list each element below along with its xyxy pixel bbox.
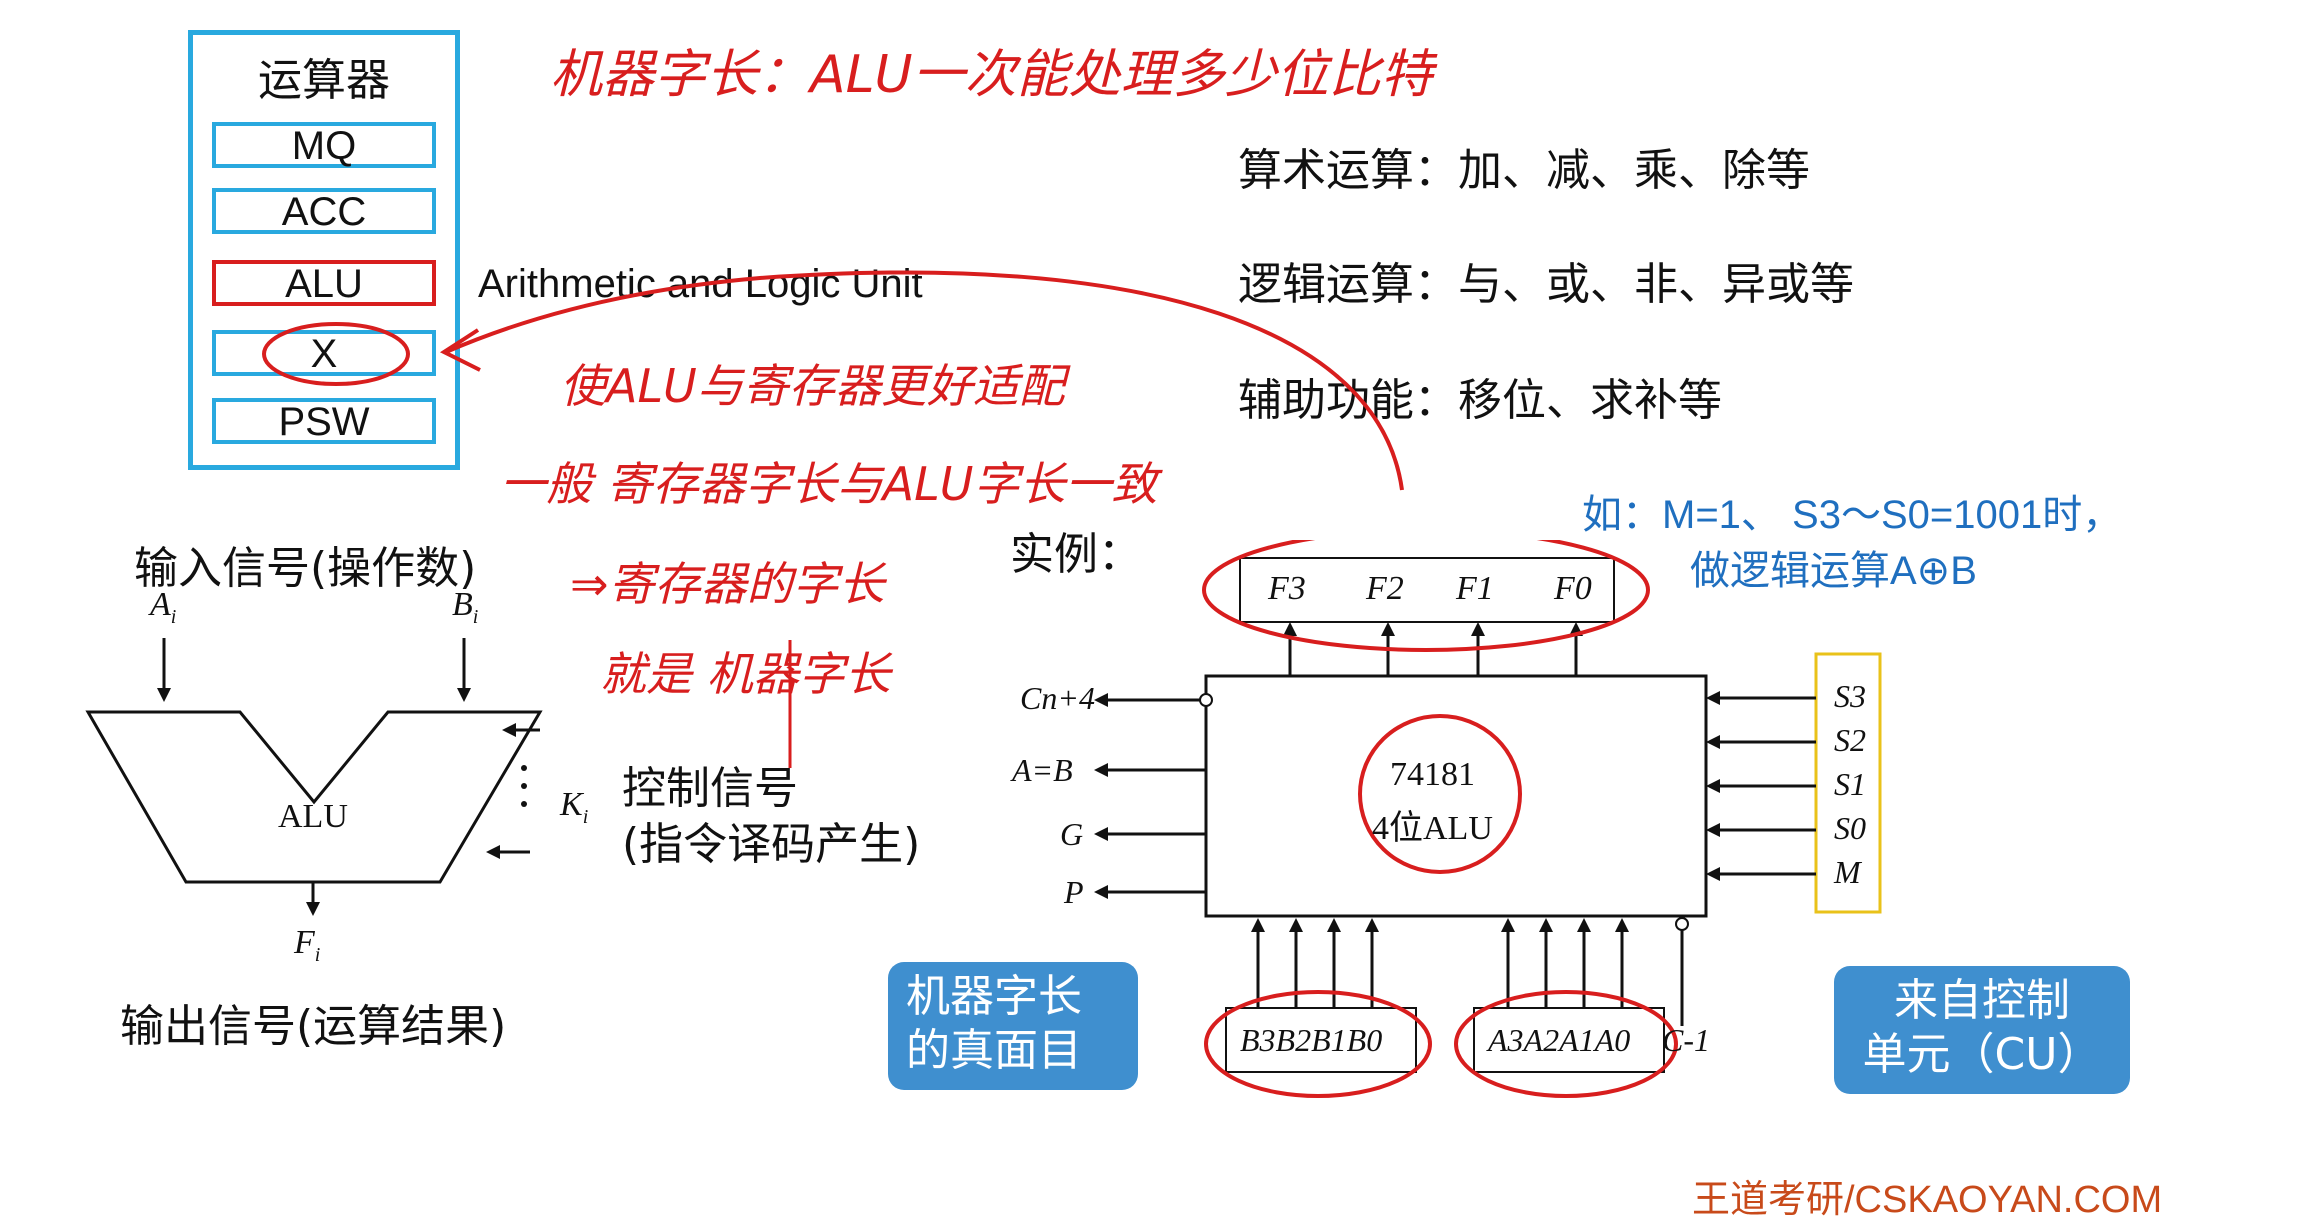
alu-74181-diagram <box>1094 540 1882 1098</box>
alu-trapezoid-diagram <box>85 638 543 916</box>
handwriting-top: 机器字长：ALU一次能处理多少位比特 <box>550 45 1433 105</box>
input-s0: S0 <box>1834 810 1866 846</box>
input-s2: S2 <box>1834 722 1866 758</box>
function-logic: 逻辑运算：与、或、非、异或等 <box>1238 259 1854 310</box>
example-label: 实例： <box>1010 529 1142 580</box>
alu-label: ALU <box>278 798 348 835</box>
register-psw: PSW <box>212 398 436 444</box>
function-arith: 算术运算：加、减、乘、除等 <box>1238 145 1810 196</box>
output-f3: F3 <box>1268 570 1306 607</box>
register-stack-title: 运算器 <box>258 55 390 106</box>
chip-desc: 4位ALU <box>1372 810 1493 847</box>
example-note-line2: 做逻辑运算A⊕B <box>1690 549 1977 593</box>
register-acc: ACC <box>212 188 436 234</box>
example-note-line1: 如：M=1、 S3～S0=1001时， <box>1582 493 2123 537</box>
output-f1: F1 <box>1456 570 1494 607</box>
input-s1: S1 <box>1834 766 1866 802</box>
register-mq: MQ <box>212 122 436 168</box>
watermark: 王道考研/CSKAOYAN.COM <box>1692 1179 2163 1221</box>
output-aeqb: A=B <box>1012 752 1073 788</box>
input-a-label: Ai <box>150 586 177 628</box>
control-k-label: Ki <box>560 786 589 828</box>
a-inputs: A3A2A1A0 <box>1488 1022 1631 1058</box>
output-p: P <box>1064 874 1084 910</box>
input-s3: S3 <box>1834 678 1866 714</box>
alu-output-title: 输出信号(运算结果) <box>120 1001 507 1052</box>
input-m: M <box>1834 854 1861 890</box>
callout-from-cu: 来自控制 单元（CU） <box>1834 966 2130 1094</box>
carry-in: C-1 <box>1662 1022 1710 1058</box>
control-signal-title: 控制信号 <box>622 763 798 814</box>
output-f0: F0 <box>1554 570 1592 607</box>
handwriting-line2: 一般 寄存器字长与ALU字长一致 <box>500 457 1158 511</box>
register-stack-box <box>188 30 460 470</box>
control-signal-sub: (指令译码产生) <box>622 819 921 870</box>
handwriting-line3: ⇒寄存器的字长 <box>570 557 885 611</box>
register-x: X <box>212 330 436 376</box>
register-alu: ALU <box>212 260 436 306</box>
input-b-label: Bi <box>452 586 479 628</box>
b-inputs: B3B2B1B0 <box>1240 1022 1383 1058</box>
output-cn4: Cn+4 <box>1020 680 1095 716</box>
output-f2: F2 <box>1366 570 1404 607</box>
output-f-label: Fi <box>294 924 321 966</box>
alu-input-title: 输入信号(操作数) <box>134 543 477 594</box>
chip-model: 74181 <box>1390 756 1475 793</box>
output-g: G <box>1060 816 1084 852</box>
handwriting-mid: 使ALU与寄存器更好适配 <box>560 359 1065 413</box>
handwriting-line4: 就是 机器字长 <box>600 647 891 701</box>
function-aux: 辅助功能：移位、求补等 <box>1238 375 1722 426</box>
callout-word-length: 机器字长 的真面目 <box>888 962 1138 1090</box>
